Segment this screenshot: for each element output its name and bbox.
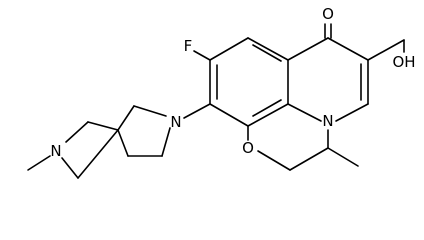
bond-c11-o [257,150,291,171]
bond-aromatic-2 [252,99,282,117]
bond-c1-c2 [247,37,289,61]
bond-aromatic-1 [252,44,282,62]
ring-oxygen-label: O [242,139,254,157]
chemical-structure-diagram: F O OH N O N N [27,5,416,179]
ketone-oxygen-label: O [322,5,334,23]
fluorine-label: F [184,37,193,55]
bond-c6-f [193,50,211,61]
bond-spiroB-1 [87,121,119,131]
bond-c4-c5 [209,103,249,127]
bond-c9-n [335,103,369,122]
ring-nitrogen-core-label: N [322,112,333,130]
bond-spiroB-4 [77,129,119,179]
spiro-nitrogen-label: N [170,113,181,131]
atom-labels: F O OH N O N N [50,5,415,160]
bond-c5-n-spiro [183,103,211,119]
bond-c10-methyl [327,147,359,167]
bond-spiroA-4 [117,105,135,131]
bond-c10-c11 [289,147,329,171]
bond-c3-c4 [247,103,289,127]
bond-n-methyl [27,155,51,171]
bond-c2-c7 [287,37,329,61]
acid-hydroxyl-label: OH [392,53,415,71]
bond-c6-c1 [209,37,249,61]
bonds [27,23,405,179]
bond-c8-cooh [367,39,405,61]
bond-spiroB-2 [65,121,89,143]
bond-spiroB-3 [61,157,79,179]
bond-n-c3 [287,103,322,122]
bond-spiroA-5 [133,105,167,117]
bond-spiroA-1 [161,127,171,157]
methyl-nitrogen-label: N [50,142,61,160]
bond-spiroA-3 [117,129,129,157]
bond-c7-c8 [327,37,369,61]
